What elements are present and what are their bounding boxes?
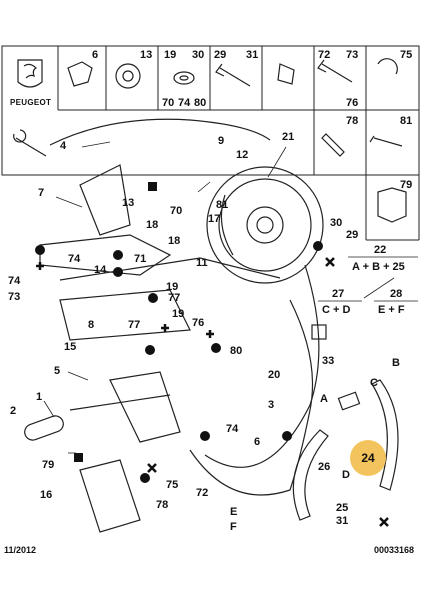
grid-label-29: 29 (214, 49, 227, 61)
part-label-80[interactable]: 80 (230, 345, 243, 357)
part-label-B[interactable]: B (392, 357, 400, 369)
grid-label-30: 30 (192, 49, 205, 61)
grid-label-73: 73 (346, 49, 359, 61)
leader-lines (43, 141, 395, 454)
part-label-5[interactable]: 5 (54, 365, 61, 377)
part-label-17[interactable]: 17 (208, 213, 221, 225)
part-label-77b[interactable]: 77 (128, 319, 141, 331)
part-label-13[interactable]: 13 (122, 197, 135, 209)
highlight-label: 24 (361, 451, 375, 465)
part-label-F[interactable]: F (230, 521, 237, 533)
grid-label-6: 6 (92, 49, 99, 61)
part-label-16[interactable]: 16 (40, 489, 53, 501)
part-label-78[interactable]: 78 (156, 499, 169, 511)
grid-label-72: 72 (318, 49, 331, 61)
formula-28-num: 28 (390, 288, 403, 300)
part-label-79[interactable]: 79 (42, 459, 55, 471)
grid-label-74: 74 (178, 97, 191, 109)
part-label-70[interactable]: 70 (170, 205, 183, 217)
formula-rules (318, 256, 418, 302)
footer-ref: 00033168 (374, 545, 415, 555)
part-label-77a[interactable]: 77 (168, 292, 181, 304)
highlight-part-24[interactable]: 24 (350, 440, 386, 476)
grid-label-70: 70 (162, 97, 175, 109)
grid-label-80: 80 (194, 97, 207, 109)
part-label-2[interactable]: 2 (10, 405, 17, 417)
part-label-19b[interactable]: 19 (172, 308, 185, 320)
part-label-18b[interactable]: 18 (168, 235, 181, 247)
cables (49, 118, 320, 496)
part-label-15[interactable]: 15 (64, 341, 77, 353)
formula-27-expr: C + D (322, 304, 351, 316)
part-label-4[interactable]: 4 (60, 140, 67, 152)
part-label-E[interactable]: E (230, 506, 238, 518)
backing-plate (206, 166, 324, 284)
part-label-12[interactable]: 12 (236, 149, 249, 161)
grid-label-19: 19 (164, 49, 177, 61)
part-label-20[interactable]: 20 (268, 369, 281, 381)
grid-label-31: 31 (246, 49, 259, 61)
grid-label-76: 76 (346, 97, 359, 109)
part-label-26[interactable]: 26 (318, 461, 331, 473)
grid-label-78: 78 (346, 115, 359, 127)
part-label-31[interactable]: 31 (336, 515, 349, 527)
brake-shoes (292, 324, 399, 521)
part-label-14[interactable]: 14 (94, 264, 107, 276)
formula-22-num: 22 (374, 244, 387, 256)
grid-label-81: 81 (400, 115, 413, 127)
part-label-71[interactable]: 71 (134, 253, 147, 265)
part-label-C[interactable]: C (370, 377, 378, 389)
markers (35, 182, 323, 483)
part-label-74a[interactable]: 74 (68, 253, 81, 265)
part-label-25[interactable]: 25 (336, 502, 349, 514)
cross-markers (36, 257, 389, 527)
parts-grid (1, 45, 420, 241)
part-label-73[interactable]: 73 (8, 291, 21, 303)
grid-label-75: 75 (400, 49, 413, 61)
part-label-74b[interactable]: 74 (226, 423, 239, 435)
formula-22-expr: A + B + 25 (352, 261, 405, 273)
brand-name: PEUGEOT (10, 98, 52, 107)
formula-27-num: 27 (332, 288, 345, 300)
grid-label-13: 13 (140, 49, 153, 61)
lever-assembly (24, 164, 191, 533)
grid-part-sketches (13, 58, 407, 223)
lion-logo (17, 59, 43, 88)
part-label-81[interactable]: 81 (216, 199, 229, 211)
part-label-9[interactable]: 9 (218, 135, 225, 147)
part-label-11[interactable]: 11 (196, 257, 208, 269)
part-label-76[interactable]: 76 (192, 317, 205, 329)
part-label-7[interactable]: 7 (38, 187, 45, 199)
part-label-A[interactable]: A (320, 393, 328, 405)
part-label-30[interactable]: 30 (330, 217, 343, 229)
formula-28-expr: E + F (378, 304, 405, 316)
part-label-74[interactable]: 74 (8, 275, 21, 287)
part-label-3[interactable]: 3 (268, 399, 275, 411)
part-label-8[interactable]: 8 (88, 319, 95, 331)
part-label-6[interactable]: 6 (254, 436, 261, 448)
part-label-19a[interactable]: 19 (166, 281, 179, 293)
part-label-D[interactable]: D (342, 469, 350, 481)
part-label-72[interactable]: 72 (196, 487, 209, 499)
part-label-21[interactable]: 21 (282, 131, 295, 143)
footer-date: 11/2012 (4, 545, 37, 555)
part-label-75[interactable]: 75 (166, 479, 179, 491)
part-label-1[interactable]: 1 (36, 391, 43, 403)
part-label-29[interactable]: 29 (346, 229, 359, 241)
part-label-18a[interactable]: 18 (146, 219, 159, 231)
grid-label-79: 79 (400, 179, 413, 191)
part-label-33[interactable]: 33 (322, 355, 335, 367)
